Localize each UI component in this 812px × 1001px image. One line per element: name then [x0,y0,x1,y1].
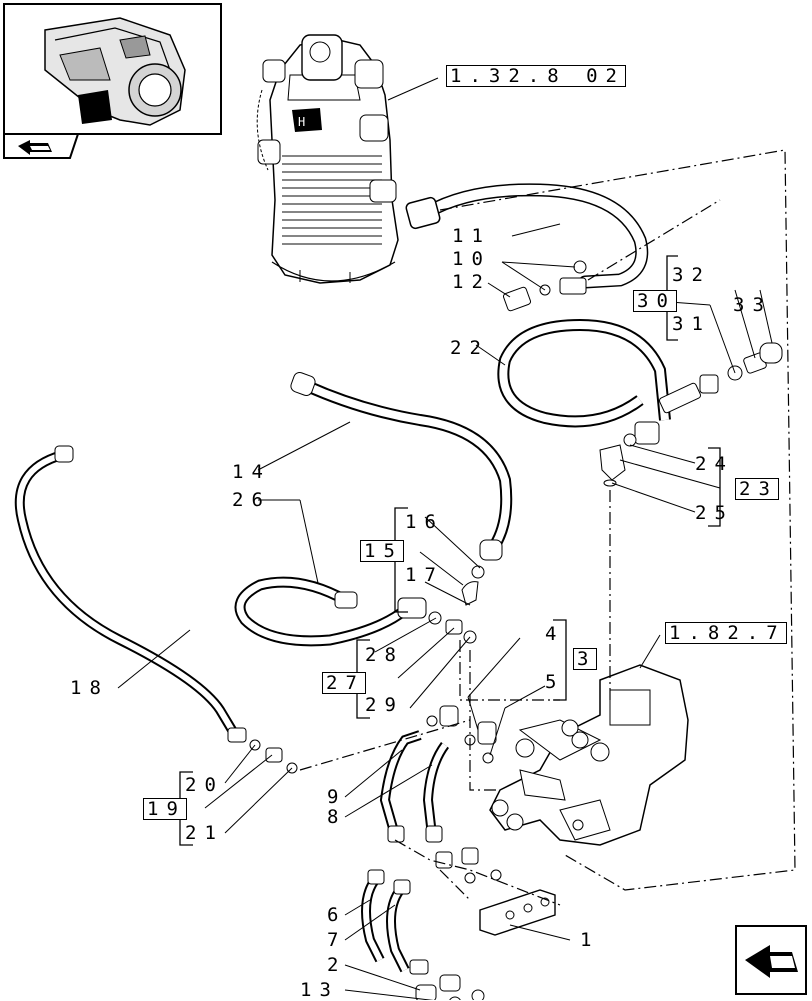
callout-19[interactable]: 19 [143,798,187,820]
hose-14 [290,372,513,606]
hose-18 [14,445,298,774]
callout-28[interactable]: 28 [365,644,404,666]
callout-24[interactable]: 24 [695,453,734,475]
callout-31[interactable]: 31 [672,313,711,335]
pipes-8-9 [379,705,497,843]
callout-27[interactable]: 27 [322,672,366,694]
pipes-6-7 [361,847,502,1000]
callout-6[interactable]: 6 [327,904,347,926]
callout-1[interactable]: 1 [580,929,600,951]
callout-33[interactable]: 33 [733,294,772,316]
callout-5[interactable]: 5 [545,671,565,693]
callout-17[interactable]: 17 [405,564,444,586]
callout-26[interactable]: 26 [232,489,271,511]
callout-18[interactable]: 18 [70,677,109,699]
hose-22 [497,318,783,487]
callout-22[interactable]: 22 [450,337,489,359]
callout-29[interactable]: 29 [365,694,404,716]
hose-26 [234,576,477,647]
callout-9[interactable]: 9 [327,786,347,808]
ref-label-1-32-8-02[interactable]: 1.32.8 02 [446,65,626,87]
callout-7[interactable]: 7 [327,929,347,951]
callout-32[interactable]: 32 [672,264,711,286]
mounting-bracket [479,889,556,936]
callout-15[interactable]: 15 [360,540,404,562]
callout-13[interactable]: 13 [300,979,339,1001]
transmission-housing: H [256,34,399,284]
callout-20[interactable]: 20 [185,774,224,796]
next-page-arrow-icon[interactable] [735,925,807,995]
valve-block [489,664,689,846]
callout-21[interactable]: 21 [185,822,224,844]
callout-23[interactable]: 23 [735,478,779,500]
callout-12[interactable]: 12 [452,271,491,293]
ref-label-1-82-7[interactable]: 1.82.7 [665,622,787,644]
callout-8[interactable]: 8 [327,806,347,828]
transmission-thumbnail-icon [44,17,186,126]
callout-3[interactable]: 3 [573,648,598,670]
thumbnail-frame[interactable] [3,3,222,135]
back-arrow-icon[interactable] [3,133,80,159]
callout-14[interactable]: 14 [232,461,271,483]
svg-text:H: H [298,115,305,129]
callout-11[interactable]: 11 [452,225,491,247]
callout-4[interactable]: 4 [545,623,565,645]
callout-10[interactable]: 10 [452,248,491,270]
callout-30[interactable]: 30 [633,290,677,312]
pipe-11 [405,183,649,312]
callout-25[interactable]: 25 [695,502,734,524]
callout-2[interactable]: 2 [327,954,347,976]
callout-16[interactable]: 16 [405,511,444,533]
assembly-lines [299,149,796,906]
